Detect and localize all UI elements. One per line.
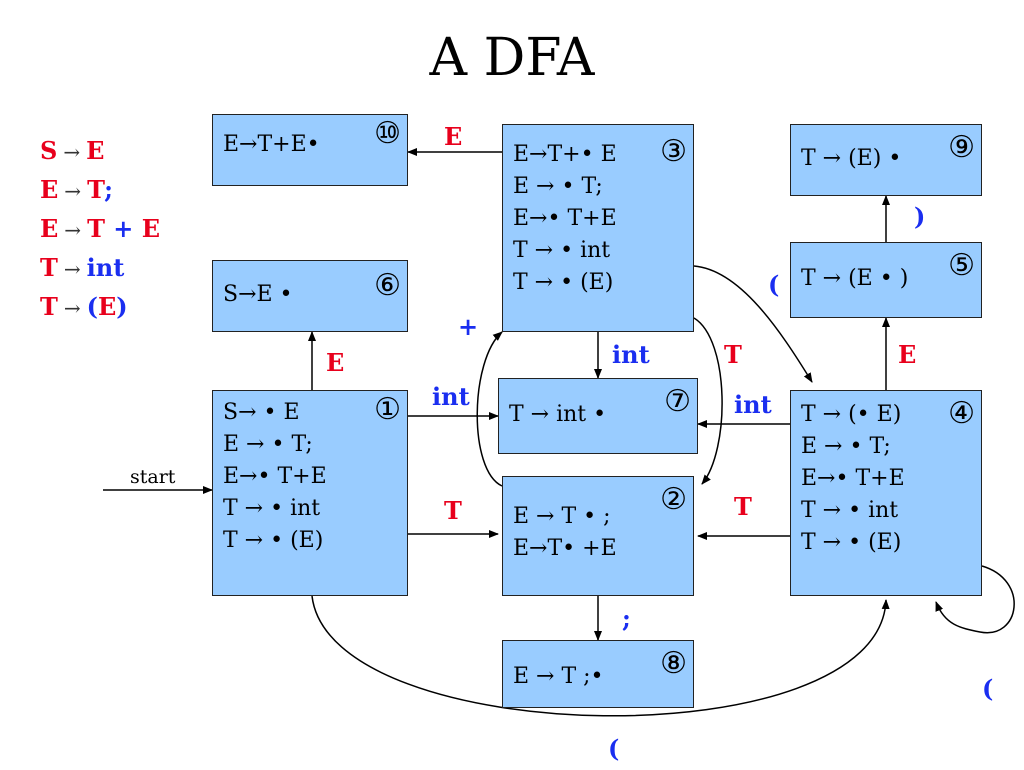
state-item: E → T • ;: [513, 504, 611, 529]
state-number: ③: [660, 134, 687, 169]
edge-label-4-4: (: [982, 674, 994, 703]
rule-arrow: →: [64, 179, 82, 203]
state-item: S→E •: [223, 282, 293, 307]
edge-label-4-7: int: [734, 390, 772, 419]
state-item: E→T• +E: [513, 536, 617, 561]
state-item: E→• T+E: [513, 206, 617, 231]
edge-label-3-7: int: [612, 340, 650, 369]
state-number: ⑦: [664, 384, 691, 419]
state-number: ⑨: [948, 130, 975, 165]
rule-symbol: ;: [104, 175, 113, 204]
state-item: T → (E) •: [801, 146, 902, 171]
grammar-rule: E→T + E: [40, 210, 160, 249]
state-10: E→T+E• ⑩: [212, 114, 408, 186]
edge-label-5-9: ): [914, 202, 926, 231]
edge-4-4: [935, 565, 1015, 634]
state-number: ⑧: [660, 646, 687, 681]
state-7: T → int • ⑦: [498, 378, 698, 454]
edge-label-1-7: int: [432, 382, 470, 411]
grammar-list: S→E E→T; E→T + E T→int T→(E): [40, 132, 160, 327]
rule-arrow: →: [64, 218, 82, 242]
state-2: E → T • ; E→T• +E ②: [502, 476, 694, 596]
state-item: T → (• E): [801, 402, 902, 427]
rule-arrow: →: [63, 257, 81, 281]
rule-lhs: S: [40, 136, 58, 165]
state-5: T → (E • ) ⑤: [790, 242, 982, 318]
state-item: E→• T+E: [801, 466, 905, 491]
state-item: T → • (E): [513, 270, 614, 295]
state-item: E → • T;: [801, 434, 891, 459]
state-number: ②: [660, 482, 687, 517]
edge-label-3-4: (: [768, 270, 780, 299]
state-item: E → • T;: [513, 174, 603, 199]
grammar-rule: T→(E): [40, 288, 160, 327]
state-item: E → T ;•: [513, 664, 604, 689]
start-label: start: [130, 466, 176, 488]
edge-label-4-2: T: [734, 492, 752, 521]
state-item: T → • int: [223, 496, 321, 521]
state-item: T → • (E): [223, 528, 324, 553]
rule-symbol: E: [97, 292, 117, 321]
edge-1-4: [311, 595, 890, 717]
state-6: S→E • ⑥: [212, 260, 408, 332]
state-number: ⑥: [374, 268, 401, 303]
edge-label-2-3: +: [458, 312, 479, 341]
rule-arrow: →: [63, 140, 81, 164]
rule-symbol: T: [87, 214, 105, 243]
state-3: E→T+• E E → • T; E→• T+E T → • int T → •…: [502, 124, 694, 332]
state-number: ④: [948, 396, 975, 431]
rule-lhs: E: [40, 175, 59, 204]
state-8: E → T ;• ⑧: [502, 640, 694, 708]
rule-arrow: →: [63, 296, 81, 320]
edge-label-3-2: T: [724, 340, 742, 369]
rule-symbol: ): [116, 292, 128, 321]
rule-symbol: int: [86, 253, 125, 282]
rule-lhs: E: [40, 214, 59, 243]
rule-symbol: E: [86, 136, 105, 165]
state-item: S→ • E: [223, 400, 300, 425]
edge-label-4-5: E: [898, 340, 917, 369]
edge-3-4: [693, 265, 813, 383]
state-item: E→T+E•: [223, 132, 320, 157]
rule-symbol: +: [104, 214, 142, 243]
state-item: E→T+• E: [513, 142, 617, 167]
grammar-rule: S→E: [40, 132, 160, 171]
edge-label-2-8: ;: [622, 604, 631, 633]
edge-label-1-2: T: [444, 496, 462, 525]
state-item: T → (E • ): [801, 266, 909, 291]
edge-2-3: [476, 331, 503, 487]
state-item: E → • T;: [223, 432, 313, 457]
rule-symbol: T: [87, 175, 105, 204]
state-number: ⑤: [948, 248, 975, 283]
state-1: S→ • E E → • T; E→• T+E T → • int T → • …: [212, 390, 408, 596]
rule-lhs: T: [40, 253, 58, 282]
state-number: ⑩: [374, 116, 401, 151]
grammar-rule: E→T;: [40, 171, 160, 210]
state-4: T → (• E) E → • T; E→• T+E T → • int T →…: [790, 390, 982, 596]
state-number: ①: [374, 392, 401, 427]
edge-label-1-4: (: [608, 734, 620, 763]
rule-symbol: (: [86, 292, 98, 321]
rule-symbol: E: [141, 214, 161, 243]
edge-3-2: [693, 317, 723, 485]
grammar-rule: T→int: [40, 249, 160, 288]
state-item: T → • (E): [801, 530, 902, 555]
state-9: T → (E) • ⑨: [790, 124, 982, 196]
state-item: T → • int: [513, 238, 611, 263]
state-item: T → int •: [509, 402, 607, 427]
state-item: E→• T+E: [223, 464, 327, 489]
page-title: A DFA: [429, 28, 595, 88]
edge-label-1-6: E: [326, 348, 345, 377]
rule-lhs: T: [40, 292, 58, 321]
edge-label-3-10: E: [444, 122, 463, 151]
state-item: T → • int: [801, 498, 899, 523]
